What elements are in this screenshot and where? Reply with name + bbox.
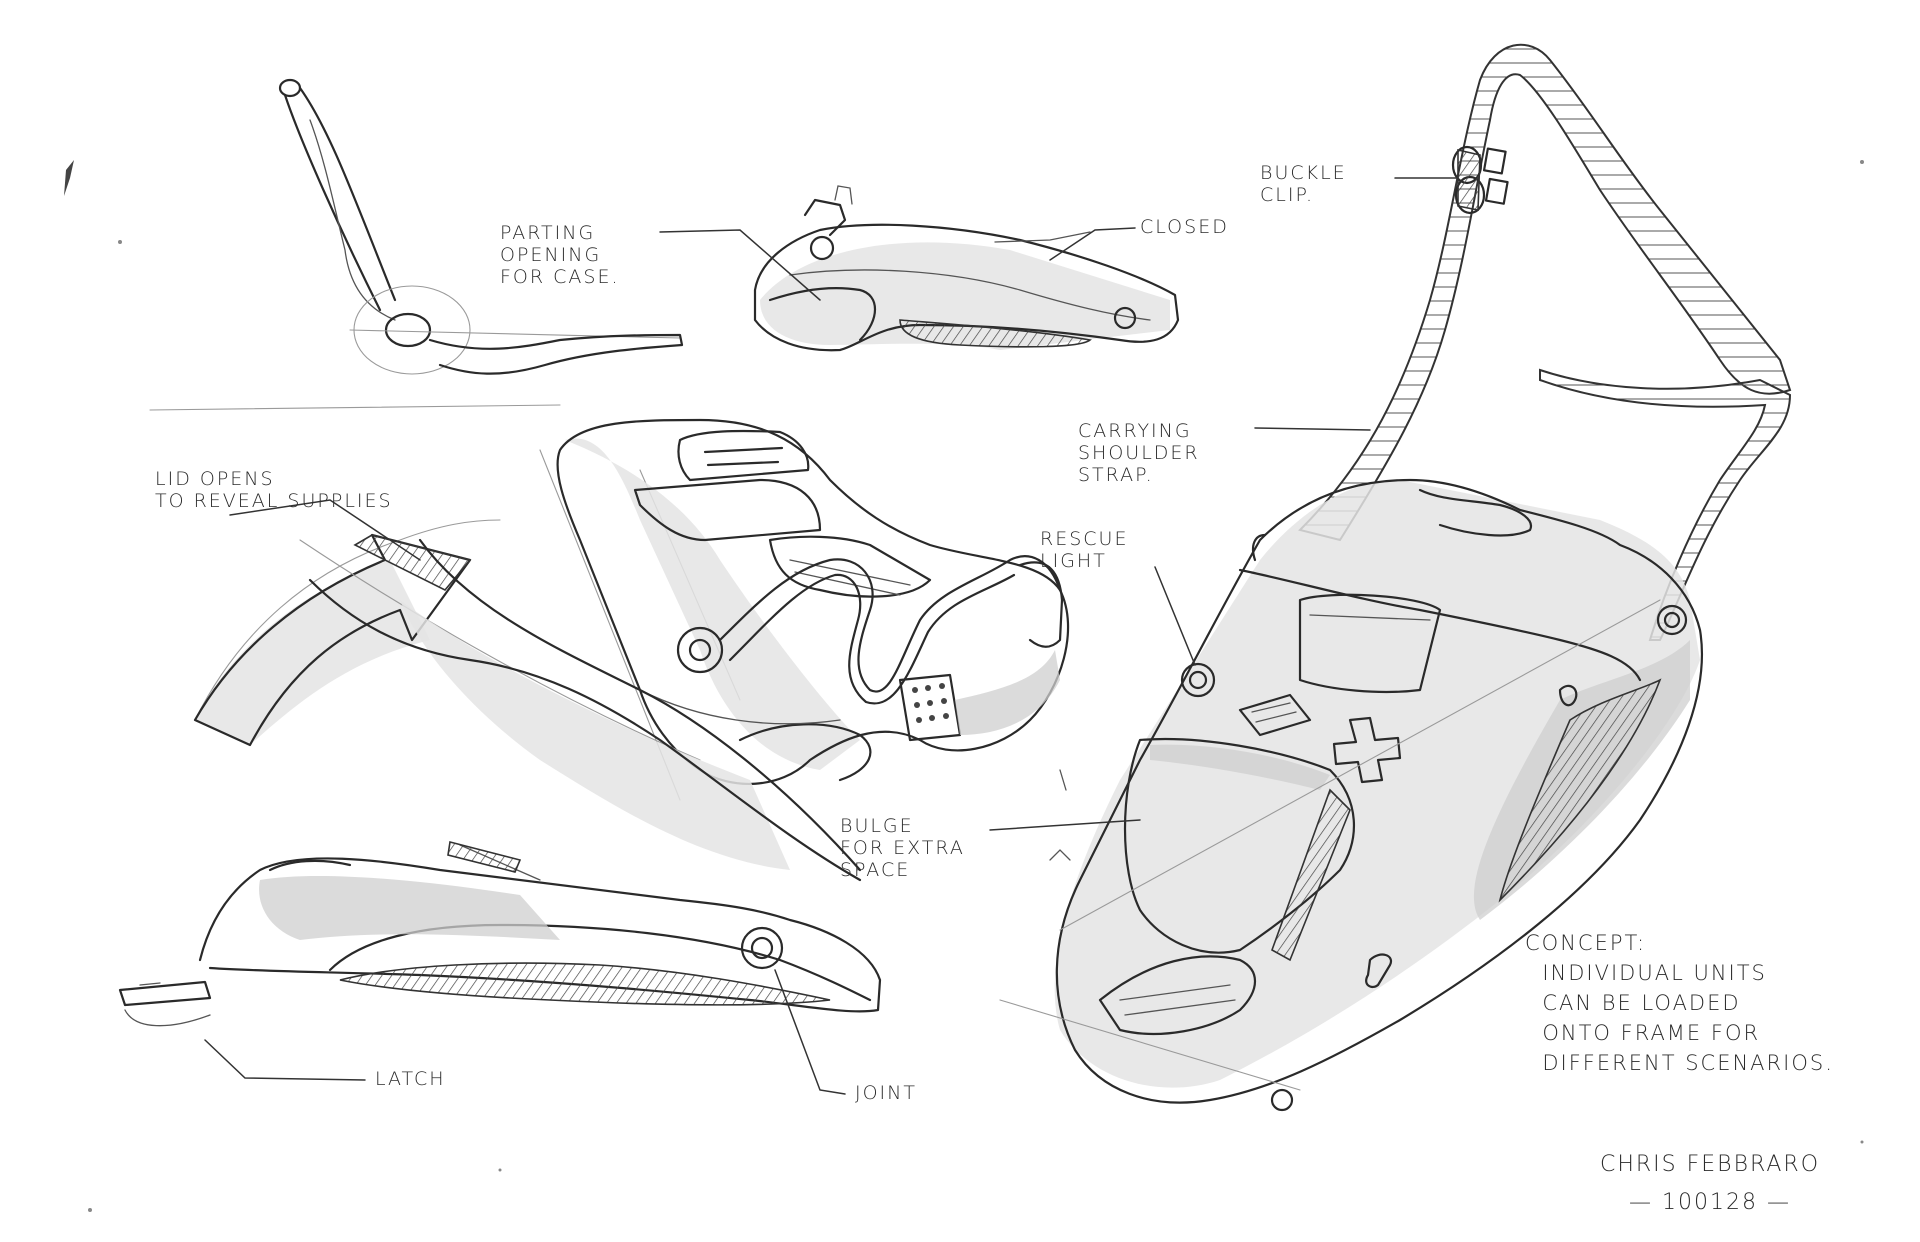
- open-lid-profile-sketch: [278, 78, 684, 375]
- leader-bulge: [989, 819, 1141, 831]
- label-latch: LATCH: [375, 1068, 446, 1090]
- label-joint: JOINT: [855, 1082, 917, 1104]
- large-unit-sketch: [999, 478, 1704, 1112]
- label-closed: CLOSED: [1140, 216, 1229, 238]
- label-lid-opens: LID OPENS TO REVEAL SUPPLIES: [155, 468, 393, 512]
- lid-opening-arrow: [193, 519, 501, 747]
- closed-case-sketch: [753, 185, 1180, 352]
- label-rescue-light: RESCUE LIGHT: [1040, 528, 1129, 572]
- leader-carrying: [1254, 427, 1371, 431]
- open-lid-side-view-sketch: [118, 404, 882, 1027]
- label-concept: CONCEPT: INDIVIDUAL UNITS CAN BE LOADED …: [1525, 931, 1834, 1075]
- leader-parting: [659, 229, 821, 301]
- stray-mark: [64, 160, 74, 196]
- leader-rescue: [1154, 566, 1196, 666]
- leader-closed: [1049, 227, 1136, 261]
- label-buckle-clip: BUCKLE CLIP.: [1260, 162, 1347, 206]
- label-bulge: BULGE FOR EXTRA SPACE: [840, 815, 965, 881]
- leader-lines: [204, 177, 1459, 1095]
- leader-joint: [774, 969, 846, 1095]
- label-author: CHRIS FEBBRARO: [1599, 1152, 1821, 1177]
- leader-latch: [204, 1039, 366, 1081]
- label-code: — 100128 —: [1629, 1190, 1791, 1215]
- label-carrying-strap: CARRYING SHOULDER STRAP.: [1078, 420, 1200, 486]
- label-parting-opening: PARTING OPENING FOR CASE.: [500, 222, 620, 288]
- leader-lid: [229, 499, 421, 561]
